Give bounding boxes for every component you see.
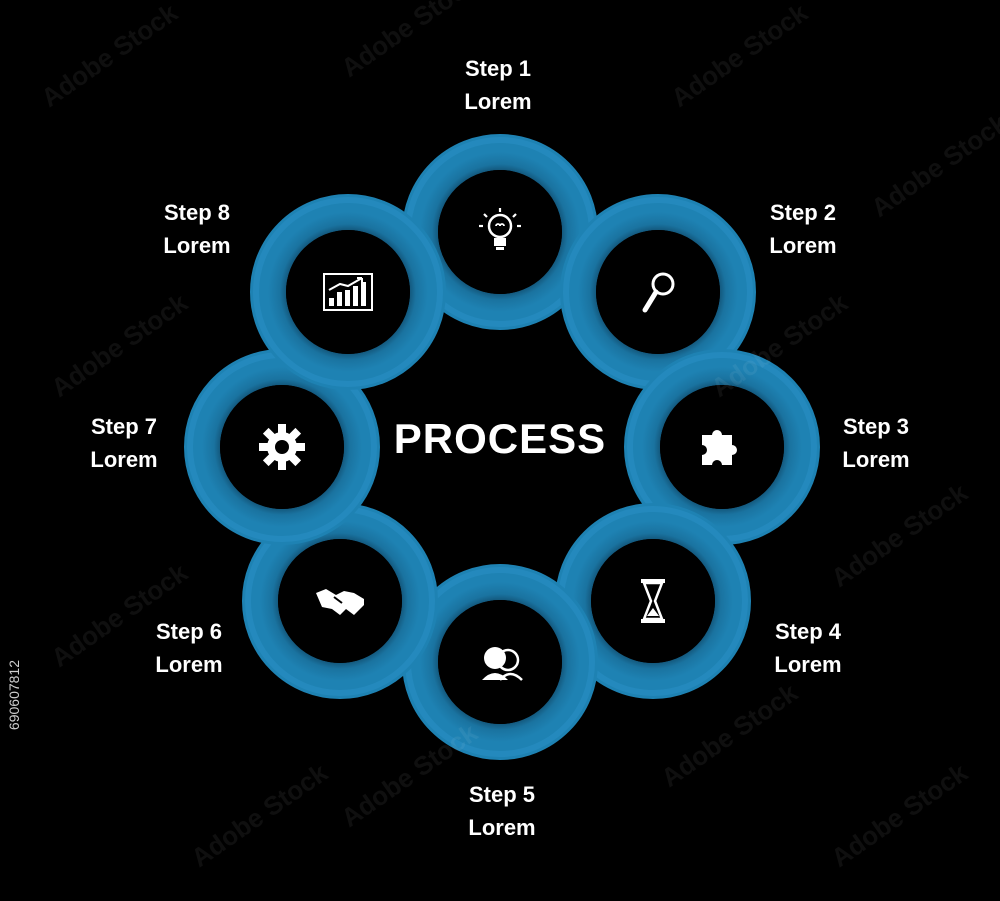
step-3-label: Step 3 Lorem xyxy=(806,410,946,476)
people-icon xyxy=(482,647,523,681)
step-6-title: Step 6 xyxy=(155,619,223,644)
magnifier-icon xyxy=(642,272,675,313)
step-6-label: Step 6 Lorem xyxy=(119,615,259,681)
step-8-text: Lorem xyxy=(163,233,231,258)
stock-id: 690607812 xyxy=(6,660,22,731)
gear-icon xyxy=(259,424,305,470)
handshake-icon xyxy=(316,589,364,615)
puzzle-icon xyxy=(702,430,737,465)
center-title: PROCESS xyxy=(393,415,607,462)
step-1-title: Step 1 xyxy=(464,56,532,81)
step-8-label: Step 8 Lorem xyxy=(127,196,267,262)
step-3-text: Lorem xyxy=(842,447,910,472)
step-4-label: Step 4 Lorem xyxy=(738,615,878,681)
lightbulb-icon xyxy=(479,208,521,250)
step-5-title: Step 5 xyxy=(468,782,536,807)
step-2-title: Step 2 xyxy=(769,200,837,225)
step-8-ring-highlight xyxy=(253,197,443,387)
step-6-text: Lorem xyxy=(155,652,223,677)
step-4-title: Step 4 xyxy=(774,619,842,644)
step-4-text: Lorem xyxy=(774,652,842,677)
step-5-label: Step 5 Lorem xyxy=(432,778,572,844)
step-4-disc xyxy=(591,539,715,663)
step-3-title: Step 3 xyxy=(842,414,910,439)
step-7-label: Step 7 Lorem xyxy=(54,410,194,476)
step-1-disc xyxy=(438,170,562,294)
step-2-label: Step 2 Lorem xyxy=(733,196,873,262)
step-1-text: Lorem xyxy=(464,89,532,114)
hourglass-icon xyxy=(641,579,665,623)
step-2-text: Lorem xyxy=(769,233,837,258)
step-8-title: Step 8 xyxy=(163,200,231,225)
step-1-label: Step 1 Lorem xyxy=(428,52,568,118)
step-7-title: Step 7 xyxy=(90,414,158,439)
step-5-text: Lorem xyxy=(468,815,536,840)
growth-chart-icon xyxy=(323,273,373,311)
step-7-text: Lorem xyxy=(90,447,158,472)
